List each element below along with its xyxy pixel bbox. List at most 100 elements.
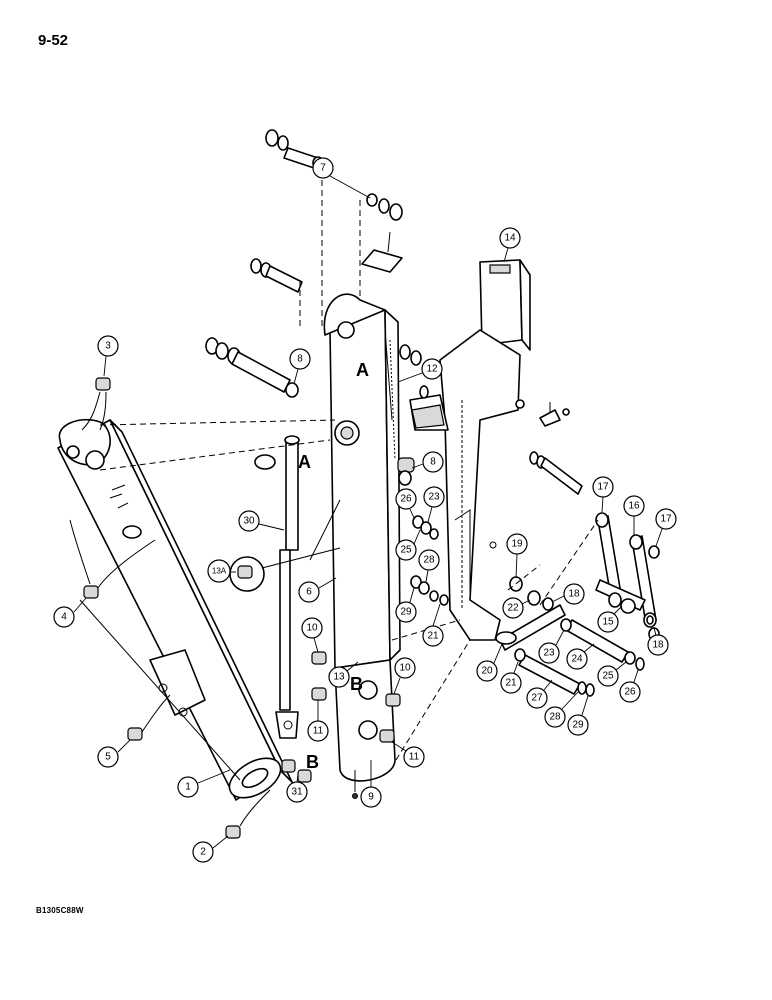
callout-4: 4 — [53, 597, 87, 628]
svg-text:18: 18 — [568, 589, 580, 600]
callout-5: 5 — [97, 739, 131, 768]
svg-text:26: 26 — [400, 494, 412, 505]
callout-18a: 18 — [551, 583, 585, 605]
frame-part-14 — [409, 259, 531, 641]
svg-text:26: 26 — [624, 687, 636, 698]
linkage-15-16 — [595, 512, 660, 641]
callout-7: 7 — [312, 157, 371, 199]
callout-10b: 10 — [393, 657, 416, 695]
svg-text:8: 8 — [430, 457, 436, 468]
callout-10a: 10 — [301, 617, 323, 653]
lower-pins — [495, 576, 645, 697]
callout-21b: 21 — [500, 661, 522, 694]
callout-9: 9 — [360, 760, 382, 808]
callout-12: 12 — [397, 358, 443, 383]
svg-text:18: 18 — [652, 640, 664, 651]
svg-text:3: 3 — [105, 341, 111, 352]
svg-text:25: 25 — [400, 545, 412, 556]
detail-bubble-13a — [229, 547, 341, 592]
left-hardware — [410, 515, 449, 606]
callout-1: 1 — [177, 769, 231, 798]
callout-2: 2 — [192, 835, 229, 863]
callout-25a: 25 — [395, 529, 421, 561]
page-number: 9-52 — [38, 32, 69, 49]
svg-text:29: 29 — [572, 720, 584, 731]
callout-6: 6 — [298, 577, 337, 603]
ref-letter-a-cylinder: A — [298, 452, 311, 472]
callout-22: 22 — [502, 597, 531, 619]
dashed-guides — [99, 160, 599, 761]
cylinder-part-30 — [254, 435, 312, 783]
svg-text:6: 6 — [306, 587, 312, 598]
svg-text:16: 16 — [628, 501, 640, 512]
svg-text:11: 11 — [313, 726, 324, 737]
callout-16: 16 — [623, 495, 645, 536]
callout-25b: 25 — [597, 661, 627, 687]
svg-text:13: 13 — [333, 672, 345, 683]
svg-text:15: 15 — [602, 617, 614, 628]
callout-11b: 11 — [391, 741, 425, 768]
callout-8a: 8 — [289, 348, 311, 385]
svg-text:23: 23 — [543, 648, 555, 659]
callout-26b: 26 — [619, 669, 641, 703]
callout-13a: 13A — [207, 559, 236, 583]
svg-text:28: 28 — [549, 712, 561, 723]
callout-21a: 21 — [422, 603, 444, 647]
ref-letter-b-dipper: B — [350, 674, 363, 694]
callout-8b: 8 — [411, 451, 444, 473]
svg-text:7: 7 — [320, 163, 326, 174]
callout-20: 20 — [476, 643, 503, 682]
svg-text:21: 21 — [505, 678, 517, 689]
callout-31: 31 — [286, 773, 308, 803]
callout-17a: 17 — [592, 476, 614, 513]
svg-text:28: 28 — [423, 555, 435, 566]
callout-27: 27 — [526, 679, 553, 709]
svg-text:1: 1 — [185, 782, 191, 793]
pin-assembly-7 — [205, 129, 403, 398]
dipper-bushings — [311, 651, 401, 743]
callout-15: 15 — [597, 605, 623, 633]
svg-text:17: 17 — [660, 514, 672, 525]
boom-part-1 — [57, 418, 293, 801]
right-hardware — [397, 344, 583, 495]
callout-18b: 18 — [647, 627, 669, 656]
svg-text:9: 9 — [368, 792, 374, 803]
callout-30: 30 — [238, 510, 285, 532]
svg-text:27: 27 — [531, 693, 543, 704]
callout-14: 14 — [499, 227, 521, 263]
callout-29b: 29 — [567, 695, 589, 736]
callout-11a: 11 — [307, 700, 329, 742]
svg-text:25: 25 — [602, 671, 614, 682]
svg-text:2: 2 — [200, 847, 206, 858]
svg-text:23: 23 — [428, 492, 440, 503]
callout-19: 19 — [506, 533, 528, 579]
svg-text:20: 20 — [481, 666, 493, 677]
svg-text:4: 4 — [61, 612, 67, 623]
svg-text:24: 24 — [571, 654, 583, 665]
callout-28a: 28 — [418, 549, 440, 583]
svg-text:5: 5 — [105, 752, 111, 763]
callout-23b: 23 — [538, 629, 565, 664]
svg-text:10: 10 — [306, 623, 318, 634]
svg-text:21: 21 — [427, 631, 439, 642]
dipper-part-6 — [309, 293, 401, 799]
svg-text:22: 22 — [507, 603, 519, 614]
svg-text:19: 19 — [511, 539, 523, 550]
reference-letters: A A B B — [298, 360, 369, 772]
callouts: 1 2 3 4 5 6 7 8 8 9 10 10 11 11 12 13 13… — [53, 157, 677, 863]
svg-text:29: 29 — [400, 607, 412, 618]
callout-23a: 23 — [423, 486, 445, 523]
svg-text:13A: 13A — [212, 567, 227, 576]
svg-text:31: 31 — [291, 787, 303, 798]
callout-28b: 28 — [544, 691, 579, 728]
callout-26a: 26 — [395, 488, 417, 519]
ref-letter-b-cylinder: B — [306, 752, 319, 772]
callout-17b: 17 — [655, 508, 677, 547]
callout-24: 24 — [566, 643, 595, 670]
callout-13: 13 — [328, 661, 359, 688]
figure-code: B1305C88W — [36, 906, 84, 915]
svg-text:12: 12 — [426, 364, 438, 375]
ref-letter-a-dipper: A — [356, 360, 369, 380]
svg-text:30: 30 — [243, 516, 255, 527]
